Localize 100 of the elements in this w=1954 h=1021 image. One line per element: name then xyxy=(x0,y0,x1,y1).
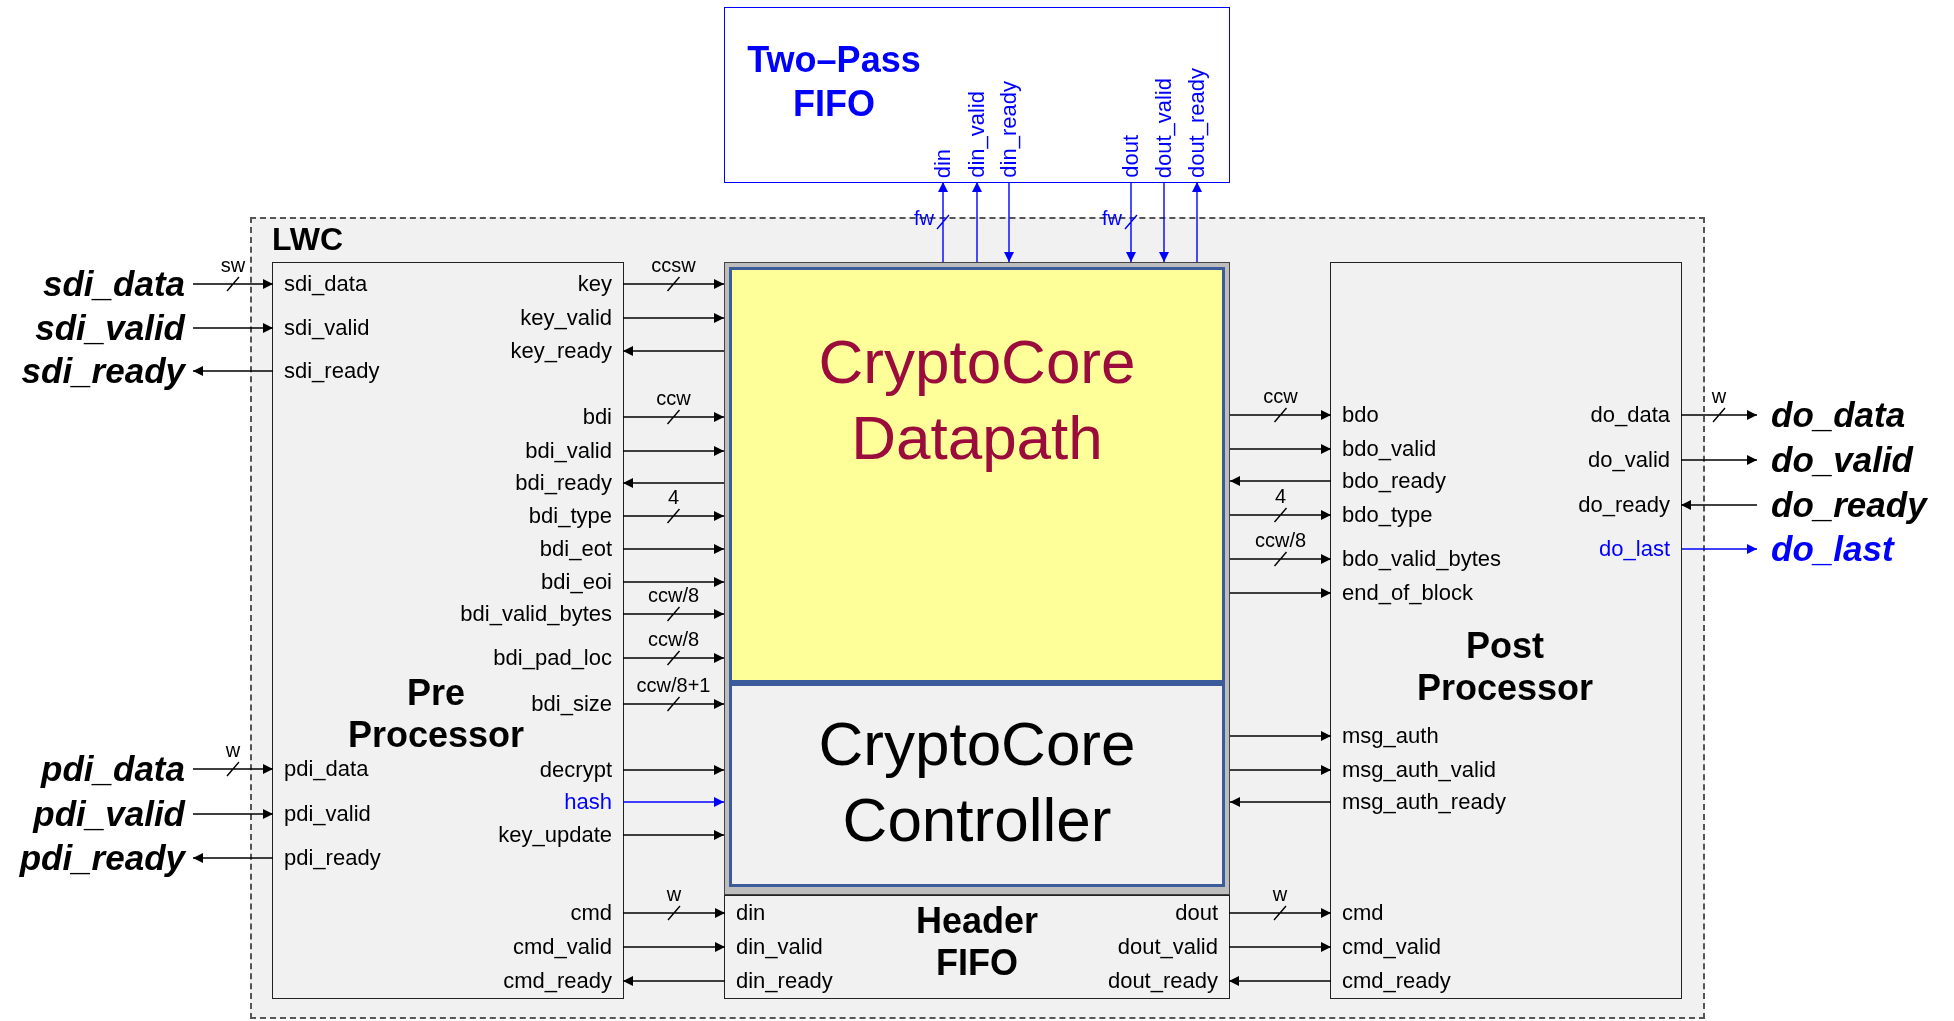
bus-arrow xyxy=(1680,407,1758,423)
port-label: din_ready xyxy=(996,77,1022,182)
bus-arrow xyxy=(1229,551,1332,567)
port-label: dout_ready xyxy=(1184,63,1210,182)
arrow xyxy=(1229,765,1332,775)
bus-width-label: 4 xyxy=(667,486,680,508)
arrow xyxy=(622,976,726,986)
block-title: Two–Pass FIFO xyxy=(746,38,922,126)
arrow xyxy=(972,181,982,263)
port-label: msg_auth_valid xyxy=(1331,757,1497,783)
port-label: pdi_ready xyxy=(273,845,381,871)
fifo-block xyxy=(724,7,1230,183)
port-label: dout_valid xyxy=(1151,73,1177,182)
port-label: key xyxy=(577,271,623,297)
bus-arrow xyxy=(622,276,725,292)
arrow xyxy=(1680,455,1758,465)
port-label: do_last xyxy=(1599,536,1681,562)
arrow xyxy=(622,544,725,554)
signal-label: sdi_data xyxy=(43,264,193,304)
port-label: bdi_eot xyxy=(539,536,623,562)
bus-arrow xyxy=(1229,407,1332,423)
arrow xyxy=(622,765,725,775)
signal-label: pdi_ready xyxy=(19,838,193,878)
bus-arrow xyxy=(622,508,725,524)
core-frame xyxy=(724,262,1230,895)
bus-width-label: ccw/8+1 xyxy=(636,674,711,696)
port-label: do_ready xyxy=(1578,492,1681,518)
bus-width-label: ccw xyxy=(656,387,691,409)
port-label: key_valid xyxy=(520,305,623,331)
arrow xyxy=(622,478,725,488)
port-label: bdi_eoi xyxy=(541,569,623,595)
bus-width-label: ccsw xyxy=(651,254,696,276)
arrow xyxy=(622,577,725,587)
block-title: Pre Processor xyxy=(347,672,525,756)
signal-label: do_ready xyxy=(1757,485,1927,525)
arrow xyxy=(1229,731,1332,741)
bus-arrow xyxy=(622,905,726,921)
port-label: cmd_valid xyxy=(1331,934,1442,960)
block-title: CryptoCore Controller xyxy=(818,708,1136,856)
port-label: din_valid xyxy=(964,87,990,182)
arrow xyxy=(622,313,725,323)
port-label: dout xyxy=(1118,131,1144,182)
port-label: pdi_valid xyxy=(273,801,371,827)
arrow xyxy=(1004,181,1014,263)
port-label: key_ready xyxy=(510,338,623,364)
port-label: bdi xyxy=(582,404,623,430)
port-label: bdi_size xyxy=(531,691,623,717)
bus-width-label: ccw xyxy=(1263,385,1298,407)
arrow xyxy=(1680,500,1758,510)
port-label: sdi_data xyxy=(273,271,368,297)
arrow xyxy=(622,797,725,807)
arrow xyxy=(1228,976,1332,986)
port-label: pdi_data xyxy=(273,756,369,782)
arrow xyxy=(622,446,725,456)
arrow xyxy=(622,346,725,356)
port-label: cmd xyxy=(1331,900,1384,926)
signal-label: sdi_ready xyxy=(21,351,193,391)
port-label: bdi_type xyxy=(528,503,623,529)
block-title: LWC xyxy=(272,220,344,258)
port-label: sdi_valid xyxy=(273,315,370,341)
port-label: hash xyxy=(564,789,623,815)
bus-width-label: ccw/8 xyxy=(1254,529,1307,551)
processor-block xyxy=(272,262,624,999)
port-label: bdo_type xyxy=(1331,502,1433,528)
port-label: bdo_valid_bytes xyxy=(1331,546,1501,572)
arrow xyxy=(622,830,725,840)
bus-width-label: fw xyxy=(914,207,934,229)
arrow xyxy=(1229,797,1332,807)
bus-arrow xyxy=(192,761,274,777)
port-label: bdi_valid_bytes xyxy=(460,601,623,627)
port-label: decrypt xyxy=(539,757,623,783)
port-label: bdo xyxy=(1331,402,1379,428)
port-label: dout_ready xyxy=(1107,968,1229,994)
arrow xyxy=(1229,476,1332,486)
arrow xyxy=(1680,544,1758,554)
port-label: bdi_pad_loc xyxy=(493,645,623,671)
port-label: dout_valid xyxy=(1117,934,1229,960)
port-label: cmd_ready xyxy=(1331,968,1451,994)
arrow xyxy=(1159,181,1169,263)
processor-block xyxy=(1330,262,1682,999)
bus-width-label: 4 xyxy=(1274,485,1287,507)
bus-width-label: w xyxy=(225,739,241,761)
port-label: key_update xyxy=(498,822,623,848)
arrow xyxy=(1229,444,1332,454)
signal-label: pdi_valid xyxy=(33,794,193,834)
bus-arrow xyxy=(622,606,725,622)
port-label: cmd_valid xyxy=(512,934,623,960)
bus-arrow xyxy=(192,276,274,292)
fifo-block xyxy=(724,895,1230,999)
port-label: bdo_valid xyxy=(1331,436,1437,462)
bus-width-label: w xyxy=(1711,385,1727,407)
port-label: bdi_valid xyxy=(525,438,623,464)
port-label: msg_auth_ready xyxy=(1331,789,1506,815)
bus-width-label: ccw/8 xyxy=(647,584,700,606)
arrow xyxy=(192,366,274,376)
arrow xyxy=(192,323,274,333)
bus-arrow xyxy=(1229,507,1332,523)
bus-arrow xyxy=(1124,181,1138,263)
bus-width-label: w xyxy=(1272,883,1288,905)
bus-width-label: w xyxy=(666,883,682,905)
